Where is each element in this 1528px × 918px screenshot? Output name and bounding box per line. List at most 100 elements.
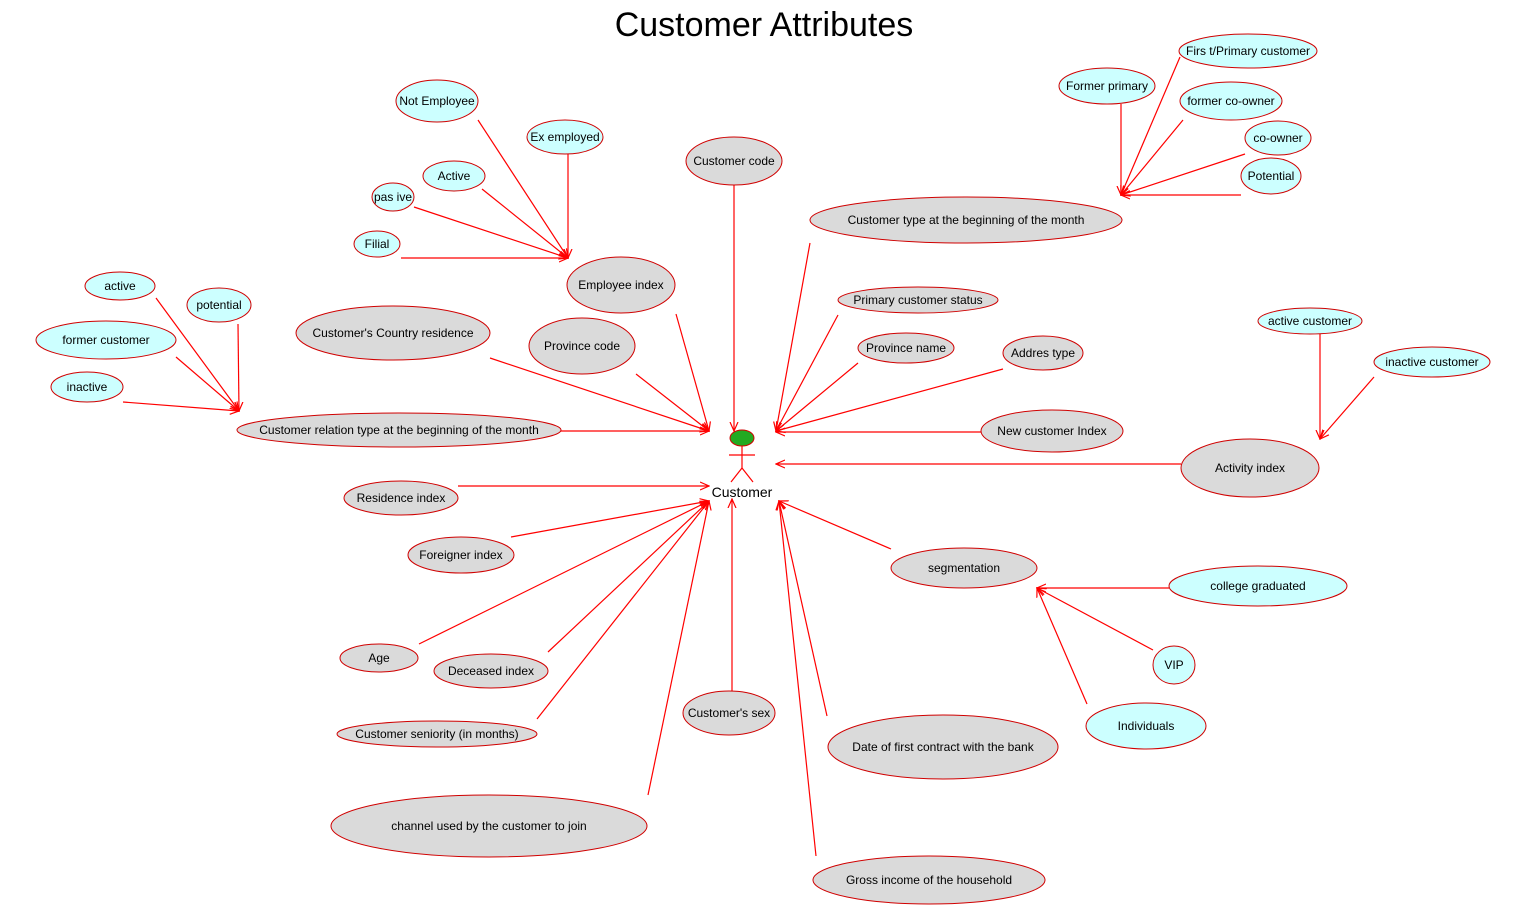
edge-gross-income-to-customer — [779, 501, 817, 857]
node-label-not-employee: Not Employee — [399, 94, 475, 108]
node-customer-relation-type[interactable]: Customer relation type at the beginning … — [236, 412, 562, 448]
node-label-type-potential: Potential — [1248, 169, 1295, 183]
node-customer-sex[interactable]: Customer's sex — [682, 690, 776, 736]
node-seg-vip[interactable]: VIP — [1152, 645, 1196, 685]
node-deceased-index[interactable]: Deceased index — [433, 653, 549, 689]
node-label-emp-active: Active — [438, 169, 471, 183]
node-shape-new-customer-index — [980, 409, 1124, 453]
node-type-first-primary[interactable]: Firs t/Primary customer — [1178, 33, 1318, 69]
node-shape-type-first-primary — [1178, 33, 1318, 69]
edge-rel-active-to-customer-relation-type — [155, 297, 239, 411]
edge-emp-active-to-employee-index — [481, 188, 568, 258]
node-shape-channel-used — [330, 794, 648, 858]
edge-seg-vip-to-segmentation — [1037, 588, 1154, 651]
node-shape-employee-index — [566, 256, 676, 314]
edge-customer-country-residence-to-customer — [489, 357, 709, 431]
node-primary-customer-status[interactable]: Primary customer status — [837, 286, 999, 314]
node-shape-customer-seniority — [336, 720, 538, 748]
actor-head — [729, 429, 755, 447]
node-province-name[interactable]: Province name — [857, 332, 955, 364]
node-label-primary-customer-status: Primary customer status — [853, 293, 982, 307]
node-rel-active[interactable]: active — [84, 271, 156, 301]
node-rel-inactive[interactable]: inactive — [50, 371, 124, 403]
node-province-code[interactable]: Province code — [528, 317, 636, 375]
node-date-first-contract[interactable]: Date of first contract with the bank — [827, 714, 1059, 780]
edge-province-code-to-customer — [635, 373, 709, 431]
node-shape-segmentation — [890, 547, 1038, 589]
node-shape-customer-code — [685, 136, 783, 186]
node-age[interactable]: Age — [339, 643, 419, 673]
edge-not-employee-to-employee-index — [477, 119, 568, 258]
node-shape-type-former-coowner — [1179, 81, 1283, 121]
edge-type-first-primary-to-customer-type-beginning — [1121, 56, 1181, 195]
node-gross-income[interactable]: Gross income of the household — [812, 855, 1046, 905]
edge-type-coowner-to-customer-type-beginning — [1121, 153, 1246, 195]
edge-deceased-index-to-customer — [547, 501, 709, 653]
node-type-former-primary[interactable]: Former primary — [1058, 67, 1156, 105]
node-segmentation[interactable]: segmentation — [890, 547, 1038, 589]
node-emp-pasive[interactable]: pas ive — [371, 182, 415, 212]
node-residence-index[interactable]: Residence index — [343, 480, 459, 516]
node-label-date-first-contract: Date of first contract with the bank — [852, 740, 1034, 754]
edge-seg-individuals-to-segmentation — [1037, 588, 1088, 705]
node-type-former-coowner[interactable]: former co-owner — [1179, 81, 1283, 121]
node-customer-code[interactable]: Customer code — [685, 136, 783, 186]
node-shape-emp-active — [422, 160, 486, 192]
node-label-deceased-index: Deceased index — [448, 664, 534, 678]
node-shape-address-type — [1002, 335, 1084, 371]
node-shape-deceased-index — [433, 653, 549, 689]
node-act-inactive-customer[interactable]: inactive customer — [1373, 346, 1491, 378]
node-foreigner-index[interactable]: Foreigner index — [407, 536, 515, 574]
edge-type-former-coowner-to-customer-type-beginning — [1121, 119, 1184, 195]
edge-customer-seniority-to-customer — [536, 501, 709, 720]
edge-address-type-to-customer — [776, 368, 1004, 431]
node-label-customer-code: Customer code — [693, 154, 775, 168]
actor-label: Customer — [712, 484, 773, 500]
node-label-channel-used: channel used by the customer to join — [391, 819, 586, 833]
node-rel-former-customer[interactable]: former customer — [35, 320, 177, 360]
node-channel-used[interactable]: channel used by the customer to join — [330, 794, 648, 858]
node-label-rel-active: active — [104, 279, 136, 293]
node-shape-rel-former-customer — [35, 320, 177, 360]
node-ex-employed[interactable]: Ex employed — [526, 119, 604, 155]
node-shape-act-active-customer — [1257, 307, 1363, 335]
node-type-coowner[interactable]: co-owner — [1244, 120, 1312, 156]
customer-actor[interactable]: Customer — [712, 429, 773, 500]
node-shape-foreigner-index — [407, 536, 515, 574]
node-label-customer-country-residence: Customer's Country residence — [312, 326, 473, 340]
node-label-type-former-coowner: former co-owner — [1187, 94, 1274, 108]
node-label-activity-index: Activity index — [1215, 461, 1285, 475]
node-label-rel-inactive: inactive — [67, 380, 108, 394]
node-employee-index[interactable]: Employee index — [566, 256, 676, 314]
node-emp-active[interactable]: Active — [422, 160, 486, 192]
edge-rel-former-customer-to-customer-relation-type — [175, 356, 239, 411]
node-shape-province-name — [857, 332, 955, 364]
node-label-foreigner-index: Foreigner index — [419, 548, 502, 562]
node-shape-rel-potential — [186, 287, 252, 323]
edge-segmentation-to-customer — [779, 501, 892, 550]
node-rel-potential[interactable]: potential — [186, 287, 252, 323]
node-new-customer-index[interactable]: New customer Index — [980, 409, 1124, 453]
node-emp-filial[interactable]: Filial — [353, 230, 401, 258]
node-type-potential[interactable]: Potential — [1240, 157, 1302, 195]
node-shape-customer-relation-type — [236, 412, 562, 448]
node-label-seg-vip: VIP — [1164, 658, 1183, 672]
node-customer-seniority[interactable]: Customer seniority (in months) — [336, 720, 538, 748]
node-label-employee-index: Employee index — [578, 278, 663, 292]
node-seg-individuals[interactable]: Individuals — [1085, 702, 1207, 750]
node-activity-index[interactable]: Activity index — [1180, 438, 1320, 498]
node-shape-customer-country-residence — [295, 305, 491, 361]
node-not-employee[interactable]: Not Employee — [395, 79, 479, 123]
node-act-active-customer[interactable]: active customer — [1257, 307, 1363, 335]
actor-right-leg — [741, 467, 754, 483]
actor-left-leg — [730, 467, 743, 483]
node-seg-college-graduated[interactable]: college graduated — [1168, 565, 1348, 607]
edge-rel-inactive-to-customer-relation-type — [122, 401, 239, 411]
edge-date-first-contract-to-customer — [779, 501, 828, 717]
node-shape-act-inactive-customer — [1373, 346, 1491, 378]
node-address-type[interactable]: Addres type — [1002, 335, 1084, 371]
node-label-seg-individuals: Individuals — [1118, 719, 1175, 733]
node-customer-type-beginning[interactable]: Customer type at the beginning of the mo… — [809, 196, 1123, 244]
node-customer-country-residence[interactable]: Customer's Country residence — [295, 305, 491, 361]
